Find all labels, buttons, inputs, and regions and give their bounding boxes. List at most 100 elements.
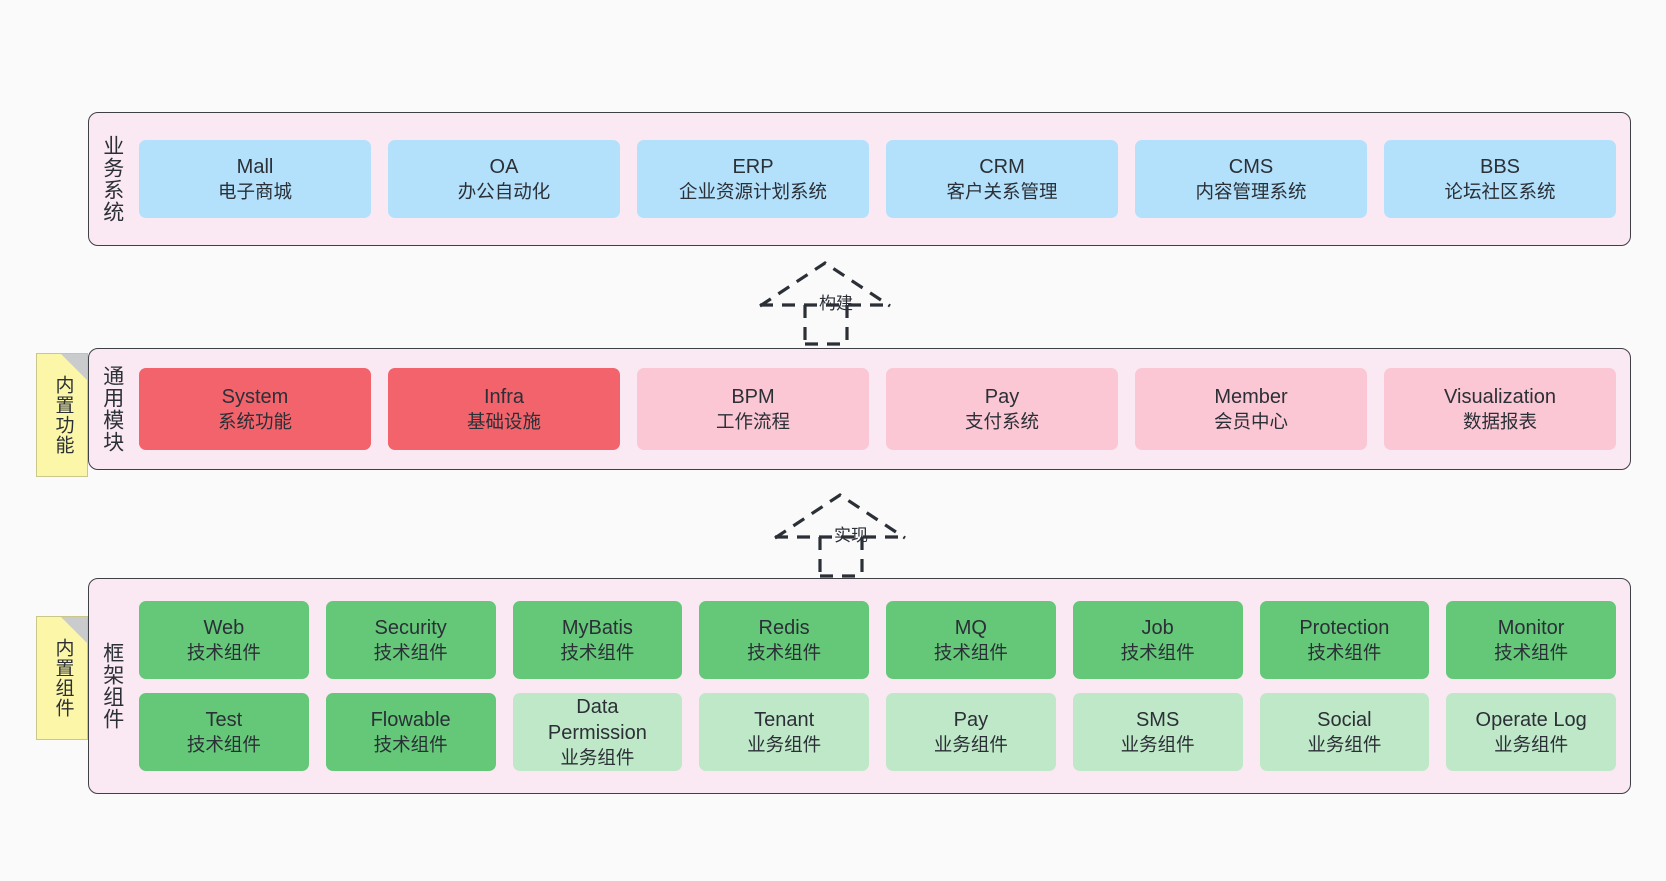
card-subtitle: 业务组件 (1120, 733, 1195, 755)
card-subtitle: 技术组件 (373, 641, 448, 663)
card-title: CMS (1228, 155, 1274, 178)
card-title: Social (1317, 708, 1372, 731)
implement-arrow-icon (774, 493, 906, 578)
card-subtitle: 技术组件 (1307, 641, 1382, 663)
build-arrow-icon (759, 261, 891, 346)
connector-implement-label: 实现 (834, 526, 868, 545)
card-flowable[interactable]: Flowable 技术组件 (325, 693, 496, 771)
card-title: Data (576, 695, 619, 718)
card-security[interactable]: Security 技术组件 (325, 601, 496, 679)
card-title: Redis (758, 616, 810, 639)
card-title: Mall (236, 155, 274, 178)
card-social[interactable]: Social 业务组件 (1259, 693, 1430, 771)
layer-body-business-system: Mall 电子商城 OA 办公自动化 ERP 企业资源计划系统 CRM 客户关系… (135, 113, 1630, 245)
card-mq[interactable]: MQ 技术组件 (886, 601, 1056, 679)
card-title: SMS (1135, 708, 1180, 731)
card-operate-log[interactable]: Operate Log 业务组件 (1446, 693, 1616, 771)
card-cms[interactable]: CMS 内容管理系统 (1135, 140, 1367, 218)
card-title: Job (1141, 616, 1174, 639)
layer-title-framework-component: 框架组件 (100, 642, 124, 730)
card-oa[interactable]: OA 办公自动化 (388, 140, 620, 218)
card-title: Operate Log (1475, 708, 1587, 731)
card-title: BBS (1479, 155, 1521, 178)
card-subtitle: 办公自动化 (457, 180, 551, 202)
note-label: 内置功能 (52, 375, 74, 455)
layer-body-framework-component: Web 技术组件 Security 技术组件 MyBatis 技术组件 Redi… (135, 579, 1630, 793)
card-subtitle: 内容管理系统 (1195, 180, 1307, 202)
card-member[interactable]: Member 会员中心 (1135, 368, 1367, 450)
card-row: Test 技术组件 Flowable 技术组件 Data Permission … (139, 693, 1616, 771)
card-title-line2: Permission (547, 721, 647, 744)
card-title: Member (1214, 385, 1288, 408)
card-subtitle: 技术组件 (1494, 641, 1569, 663)
card-visualization[interactable]: Visualization 数据报表 (1384, 368, 1616, 450)
card-protection[interactable]: Protection 技术组件 (1259, 601, 1430, 679)
card-subtitle: 技术组件 (186, 641, 261, 663)
note-fold-icon (61, 617, 87, 643)
card-infra[interactable]: Infra 基础设施 (388, 368, 620, 450)
layer-title-common-module: 通用模块 (100, 365, 124, 453)
card-subtitle: 数据报表 (1462, 410, 1537, 432)
card-title: Pay (953, 708, 989, 731)
card-tenant[interactable]: Tenant 业务组件 (699, 693, 869, 771)
layer-common-module: 通用模块 System 系统功能 Infra 基础设施 BPM 工作流程 Pay… (88, 348, 1631, 470)
card-monitor[interactable]: Monitor 技术组件 (1446, 601, 1616, 679)
card-subtitle: 电子商城 (217, 180, 292, 202)
layer-framework-component: 框架组件 Web 技术组件 Security 技术组件 MyBatis 技术组件… (88, 578, 1631, 794)
card-pay[interactable]: Pay 支付系统 (886, 368, 1118, 450)
card-web[interactable]: Web 技术组件 (139, 601, 309, 679)
card-subtitle: 业务组件 (933, 733, 1008, 755)
card-subtitle: 会员中心 (1213, 410, 1288, 432)
card-erp[interactable]: ERP 企业资源计划系统 (637, 140, 869, 218)
note-builtin-function: 内置功能 (36, 353, 88, 477)
card-data-permission[interactable]: Data Permission 业务组件 (512, 693, 683, 771)
card-mall[interactable]: Mall 电子商城 (139, 140, 371, 218)
card-title: System (221, 385, 289, 408)
card-title: ERP (732, 155, 774, 178)
card-subtitle: 客户关系管理 (946, 180, 1058, 202)
note-fold-icon (61, 354, 87, 380)
card-subtitle: 业务组件 (1307, 733, 1382, 755)
card-mybatis[interactable]: MyBatis 技术组件 (512, 601, 683, 679)
connector-implement: 实现 (770, 490, 920, 578)
card-subtitle: 支付系统 (964, 410, 1039, 432)
card-bpm[interactable]: BPM 工作流程 (637, 368, 869, 450)
card-title: Test (205, 708, 243, 731)
card-title: BPM (731, 385, 775, 408)
card-row: Mall 电子商城 OA 办公自动化 ERP 企业资源计划系统 CRM 客户关系… (139, 140, 1616, 218)
connector-build-label: 构建 (819, 294, 853, 313)
card-title: Protection (1299, 616, 1390, 639)
card-title: MyBatis (561, 616, 633, 639)
card-job[interactable]: Job 技术组件 (1072, 601, 1243, 679)
layer-body-common-module: System 系统功能 Infra 基础设施 BPM 工作流程 Pay 支付系统… (135, 349, 1630, 469)
card-subtitle: 技术组件 (933, 641, 1008, 663)
card-system[interactable]: System 系统功能 (139, 368, 371, 450)
card-subtitle: 企业资源计划系统 (678, 180, 827, 202)
card-sms[interactable]: SMS 业务组件 (1072, 693, 1243, 771)
card-redis[interactable]: Redis 技术组件 (699, 601, 869, 679)
note-label: 内置组件 (52, 638, 74, 718)
card-title: Infra (483, 385, 525, 408)
card-crm[interactable]: CRM 客户关系管理 (886, 140, 1118, 218)
connector-build: 构建 (755, 258, 905, 346)
card-subtitle: 业务组件 (747, 733, 822, 755)
card-row: Web 技术组件 Security 技术组件 MyBatis 技术组件 Redi… (139, 601, 1616, 679)
card-bbs[interactable]: BBS 论坛社区系统 (1384, 140, 1616, 218)
card-title: Flowable (370, 708, 451, 731)
card-test[interactable]: Test 技术组件 (139, 693, 309, 771)
card-subtitle: 业务组件 (1494, 733, 1569, 755)
card-title: Visualization (1444, 385, 1556, 408)
layer-title-business-system: 业务系统 (100, 135, 124, 223)
card-title: CRM (979, 155, 1025, 178)
card-title: OA (489, 155, 519, 178)
card-subtitle: 技术组件 (1120, 641, 1195, 663)
note-builtin-component: 内置组件 (36, 616, 88, 740)
card-pay-business[interactable]: Pay 业务组件 (886, 693, 1056, 771)
card-title: Web (203, 616, 245, 639)
card-subtitle: 技术组件 (373, 733, 448, 755)
card-title: MQ (954, 616, 987, 639)
card-row: System 系统功能 Infra 基础设施 BPM 工作流程 Pay 支付系统… (139, 368, 1616, 450)
card-title: Monitor (1497, 616, 1565, 639)
card-subtitle: 论坛社区系统 (1444, 180, 1556, 202)
card-subtitle: 系统功能 (217, 410, 292, 432)
